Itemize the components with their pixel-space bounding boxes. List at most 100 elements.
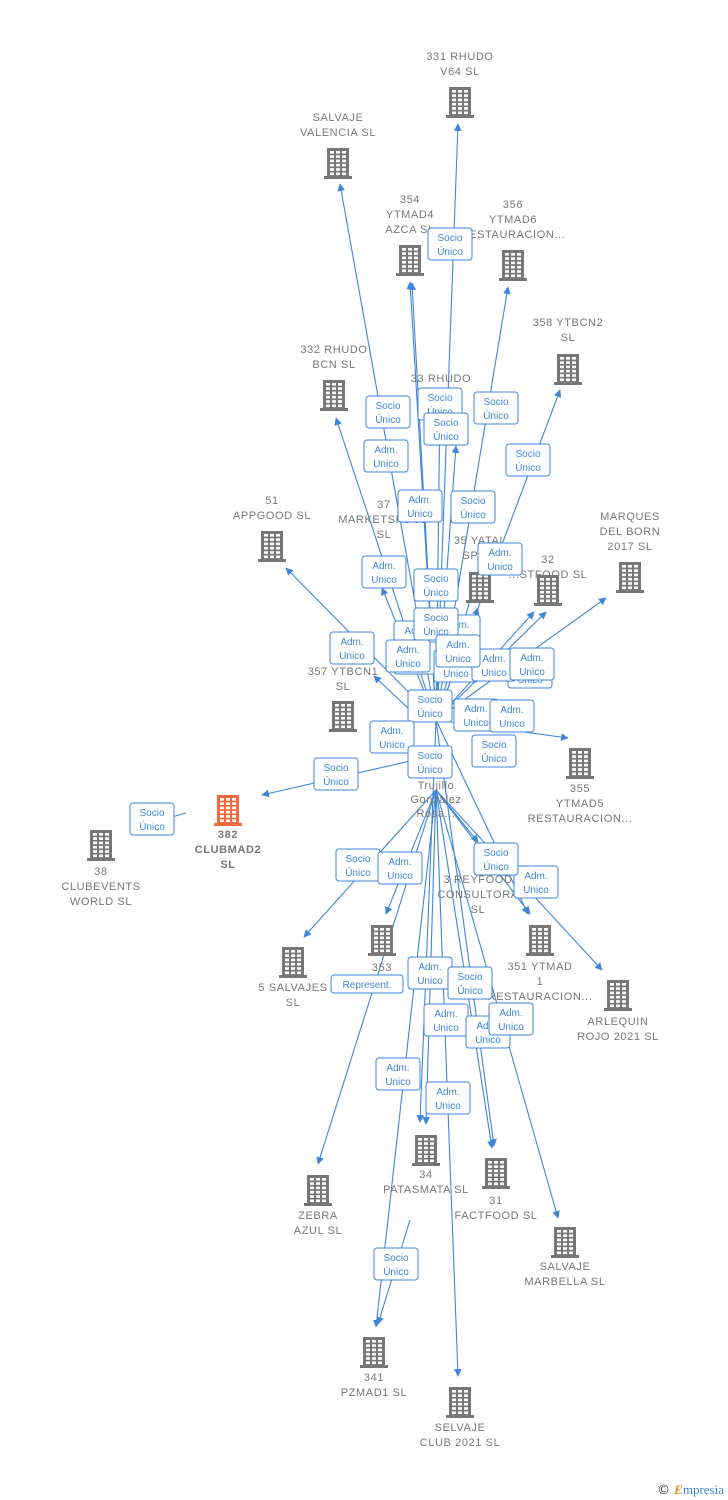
company-node-n355[interactable]: 355YTMAD5RESTAURACION... (528, 748, 633, 825)
edge-role-label: Adm. Unico (369, 720, 415, 754)
edge-role-text: Unico (379, 740, 405, 751)
company-label: FACTFOOD SL (455, 1210, 538, 1222)
company-label: 331 RHUDO (426, 51, 493, 63)
edge-role-text: Único (481, 752, 507, 765)
company-label: 38 (94, 866, 107, 878)
edge-role-label: Adm.Unico (435, 634, 481, 668)
edge-role-text: Único (345, 866, 371, 879)
edge-role-text: Socio (417, 695, 442, 706)
edge-role-text: Único (423, 586, 449, 599)
edge-role-text: Único (433, 430, 459, 443)
edge-role-text: Adm. (380, 726, 403, 737)
edge-role-label: Adm.Unico (329, 631, 375, 665)
company-label: 353 (372, 962, 392, 974)
edge-role-text: Socio (139, 808, 164, 819)
building-icon (412, 1135, 440, 1166)
building-icon (446, 87, 474, 118)
company-label: SL (220, 859, 235, 871)
company-label: YTMAD6 (489, 214, 537, 226)
central-person[interactable]: Trujillo Gonzalez Rosa... (410, 780, 461, 820)
company-label: ...STFOOD SL (509, 569, 588, 581)
edge-role-text: Socio (515, 449, 540, 460)
edge-role-text: Unico (443, 669, 469, 680)
edge-role-text: Socio (483, 848, 508, 859)
company-node-n32[interactable]: 32...STFOOD SL (509, 554, 588, 606)
edge-role-text: Adm. (388, 857, 411, 868)
edge-role-text: Único (483, 860, 509, 873)
company-node-n356[interactable]: 356YTMAD6RESTAURACION... (461, 199, 566, 281)
company-label: YTMAD5 (556, 798, 604, 810)
edge-role-text: Socio (483, 397, 508, 408)
edge-role-text: Socio (427, 393, 452, 404)
company-label: CLUBEVENTS (61, 881, 140, 893)
edge-role-label: Adm.Unico (385, 639, 431, 673)
building-icon (466, 572, 494, 603)
company-label: 357 YTBCN1 (308, 666, 379, 678)
edge-role-text: Adm. (520, 653, 543, 664)
company-label: ROJO 2021 SL (577, 1031, 659, 1043)
edge-role-label: Adm.Unico (361, 555, 407, 589)
edge-role-text: Unico (499, 719, 525, 730)
building-icon (87, 830, 115, 861)
building-icon (616, 562, 644, 593)
company-label: MARQUES (600, 511, 660, 523)
edge-role-text: Socio (423, 574, 448, 585)
building-icon (324, 148, 352, 179)
company-label: 2017 SL (607, 541, 652, 553)
edge-role-text: Adm. (499, 1008, 522, 1019)
edge-role-text: Socio (460, 496, 485, 507)
company-label: APPGOOD SL (233, 510, 311, 522)
relationship-edge (435, 719, 497, 1147)
edge-role-label: Adm.Unico (477, 542, 523, 576)
company-node-n351[interactable]: 351 YTMAD1RESTAURACION... (488, 925, 593, 1003)
relationship-edge (373, 675, 411, 711)
edge-role-text: Único (383, 1265, 409, 1278)
building-icon (534, 575, 562, 606)
edge-role-text: Adm. (436, 1087, 459, 1098)
edge-role-label: Adm.Unico (423, 1003, 469, 1037)
company-label: AZUL SL (294, 1225, 342, 1237)
edge-role-text: Adm. (500, 705, 523, 716)
company-label: SL (286, 997, 301, 1009)
edge-role-text: Socio (383, 1253, 408, 1264)
edge-role-label: Adm.Unico (397, 489, 443, 523)
edge-role-label: Adm.Unico (509, 647, 555, 681)
edge-role-text: Adm. (434, 1009, 457, 1020)
building-icon (396, 245, 424, 276)
company-node-n5sal[interactable]: 5 SALVAJES SL (258, 947, 327, 1009)
company-label: 341 (364, 1372, 384, 1384)
company-label: RESTAURACION... (528, 813, 633, 825)
company-label: SALVAJE (540, 1261, 591, 1273)
edge-role-text: Unico (523, 885, 549, 896)
company-label: PZMAD1 SL (341, 1387, 408, 1399)
company-label: WORLD SL (70, 896, 132, 908)
company-label: 5 SALVAJES (258, 982, 327, 994)
